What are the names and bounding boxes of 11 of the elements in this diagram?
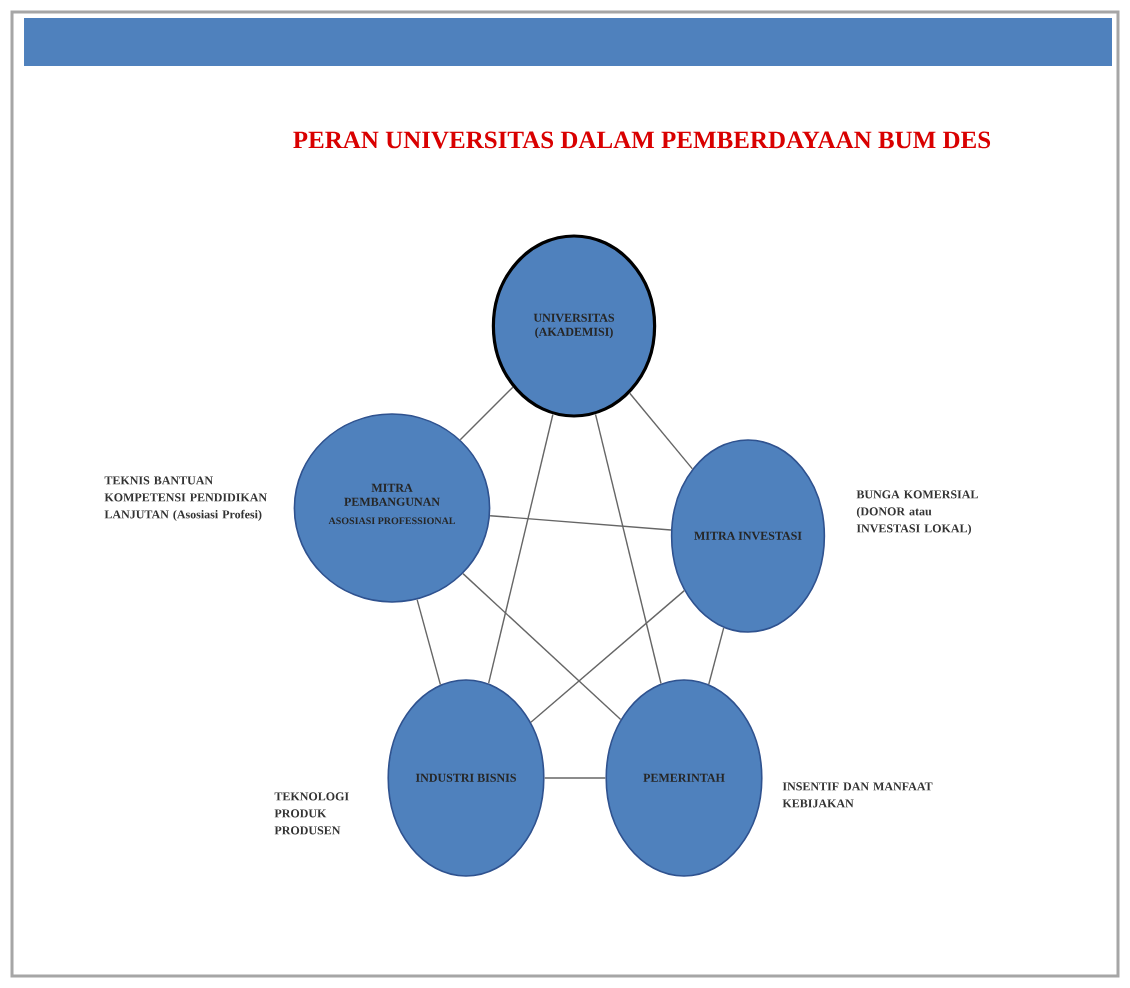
connector-line <box>543 777 607 779</box>
connector-line <box>530 589 686 723</box>
connector-line <box>462 572 622 721</box>
connector-line <box>459 386 514 441</box>
connector-line <box>594 413 662 685</box>
connector-line <box>489 515 672 531</box>
connector-line <box>416 598 442 686</box>
title: PERAN UNIVERSITAS DALAM PEMBERDAYAAN BUM DES <box>293 131 991 149</box>
connector-line <box>487 413 554 685</box>
connector-line <box>708 627 725 685</box>
connector-line <box>629 392 694 470</box>
